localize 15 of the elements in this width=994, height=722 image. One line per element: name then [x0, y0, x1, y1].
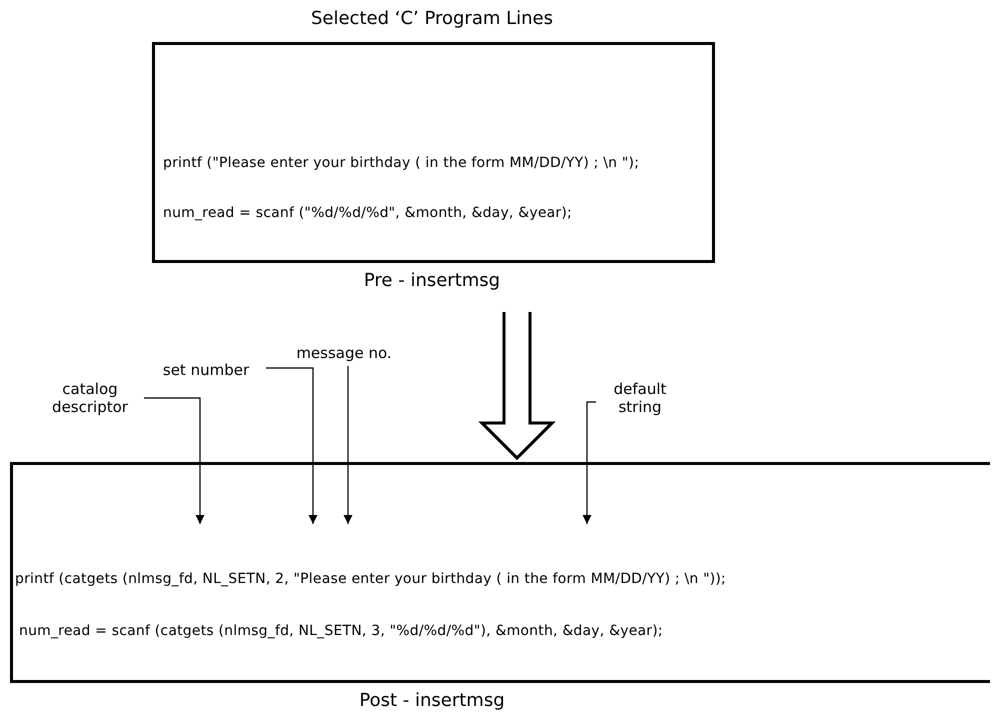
leader-line	[344, 366, 352, 524]
code-line: printf ("Please enter your birthday ( in the form MM/DD/YY) ; \n ");	[163, 155, 640, 171]
leader-line	[266, 367, 318, 524]
panel-heading: Pre - insertmsg	[362, 270, 502, 291]
annotation-label: message no.	[295, 344, 393, 362]
panel-heading: Post - insertmsg	[358, 690, 506, 711]
annotation-label: default string	[612, 380, 668, 416]
annotation-label: catalog descriptor	[51, 380, 129, 416]
code-line: num_read = scanf (catgets (nlmsg_fd, NL_SETN, 3, "%d/%d/%d"), &month, &day, &year);	[19, 623, 663, 639]
leader-line	[582, 401, 596, 524]
leader-line	[144, 397, 204, 524]
code-line: printf (catgets (nlmsg_fd, NL_SETN, 2, "Please enter your birthday ( in the form MM/DD/YY) ; \n "));	[15, 571, 726, 587]
annotation-label: set number	[162, 361, 250, 379]
code-line: num_read = scanf ("%d/%d/%d", &month, &day, &year);	[163, 205, 572, 221]
diagram-title: Selected ‘C’ Program Lines	[310, 8, 554, 29]
